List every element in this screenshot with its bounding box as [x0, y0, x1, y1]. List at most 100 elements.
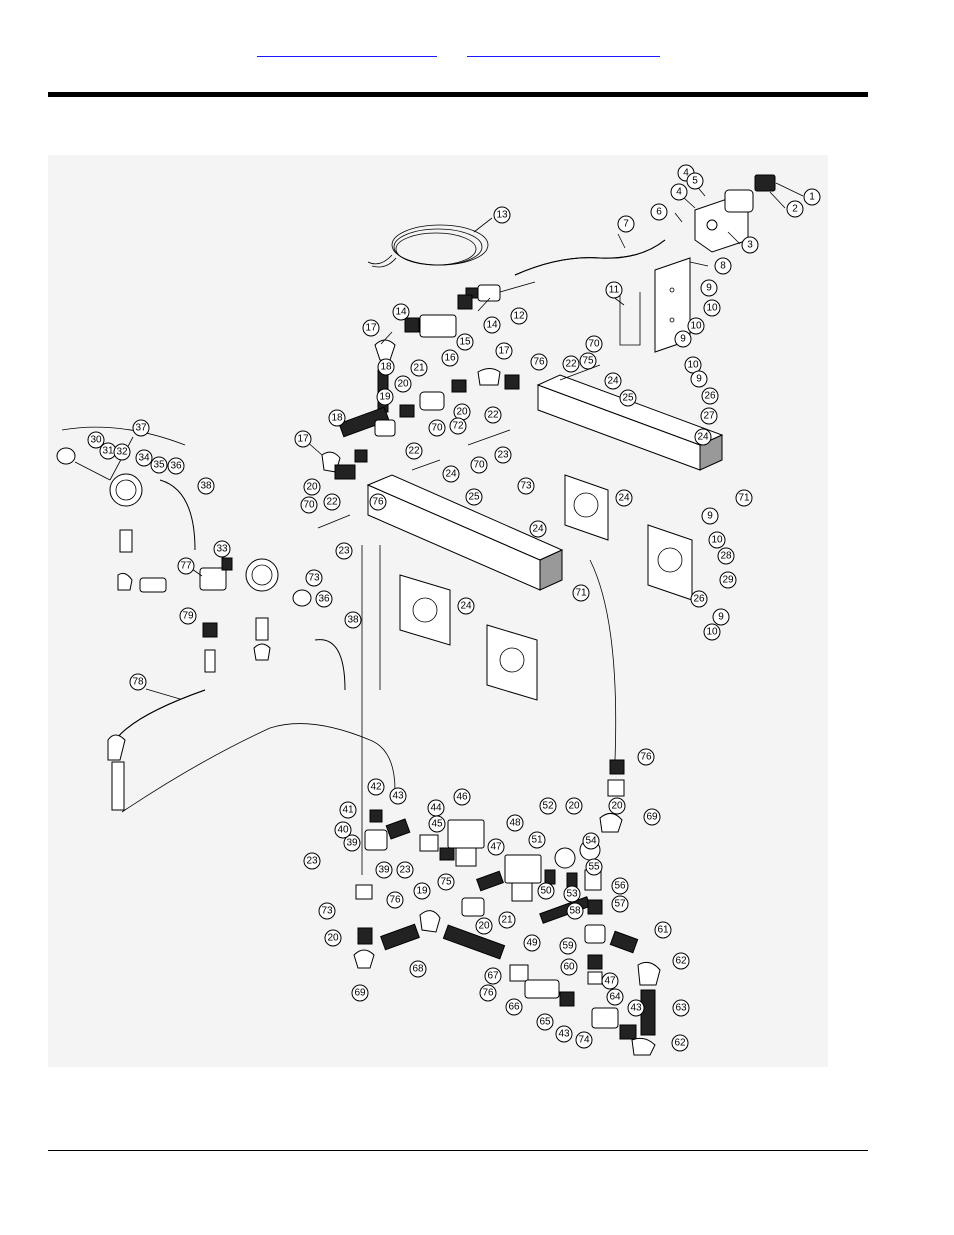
- callout-26: 26: [690, 590, 708, 608]
- callout-label: 73: [520, 481, 532, 492]
- callout-label: 49: [526, 938, 538, 949]
- callout-label: 57: [614, 899, 626, 910]
- callout-label: 45: [431, 819, 443, 830]
- callout-label: 20: [397, 379, 409, 390]
- callout-label: 58: [569, 906, 581, 917]
- callout-9: 9: [690, 370, 708, 388]
- callout-label: 20: [611, 801, 623, 812]
- callout-label: 10: [711, 535, 723, 546]
- callout-label: 54: [585, 836, 597, 847]
- callout-26: 26: [701, 387, 719, 405]
- callout-24: 24: [442, 465, 460, 483]
- callout-label: 69: [354, 988, 366, 999]
- callout-20: 20: [453, 403, 471, 421]
- callout-label: 35: [153, 460, 165, 471]
- callout-label: 19: [379, 392, 391, 403]
- callout-label: 20: [306, 482, 318, 493]
- callout-38: 38: [344, 611, 362, 629]
- diagram-artwork: [56, 174, 804, 1056]
- callout-45: 45: [428, 815, 446, 833]
- callout-22: 22: [405, 442, 423, 460]
- callout-20: 20: [608, 797, 626, 815]
- callout-label: 38: [200, 481, 212, 492]
- callout-58: 58: [566, 902, 584, 920]
- callout-label: 76: [482, 988, 494, 999]
- callout-24: 24: [604, 372, 622, 390]
- callout-label: 22: [565, 359, 577, 370]
- callout-label: 39: [378, 865, 390, 876]
- callout-label: 17: [498, 346, 510, 357]
- callout-label: 63: [675, 1003, 687, 1014]
- callout-70: 70: [428, 419, 446, 437]
- callout-label: 20: [456, 407, 468, 418]
- callout-label: 15: [459, 337, 471, 348]
- callout-label: 23: [306, 856, 318, 867]
- callout-14: 14: [392, 303, 410, 321]
- callout-53: 53: [563, 885, 581, 903]
- callout-9: 9: [712, 608, 730, 626]
- callout-16: 16: [441, 349, 459, 367]
- callout-28: 28: [717, 547, 735, 565]
- callout-label: 2: [792, 204, 798, 215]
- callout-19: 19: [413, 882, 431, 900]
- callout-19: 19: [376, 388, 394, 406]
- callout-label: 71: [738, 493, 750, 504]
- callout-32: 32: [113, 443, 131, 461]
- callout-44: 44: [427, 799, 445, 817]
- callout-label: 22: [326, 497, 338, 508]
- header-rule: [48, 92, 868, 97]
- callout-24: 24: [529, 520, 547, 538]
- callout-23: 23: [335, 542, 353, 560]
- callout-label: 11: [609, 285, 620, 296]
- callout-62: 62: [671, 1034, 689, 1052]
- callout-label: 5: [692, 176, 698, 187]
- callout-9: 9: [674, 330, 692, 348]
- mount-plates: [399, 474, 693, 701]
- callout-label: 20: [327, 933, 339, 944]
- callout-label: 78: [132, 677, 144, 688]
- callout-label: 21: [501, 915, 513, 926]
- callout-9: 9: [700, 279, 718, 297]
- callout-label: 59: [562, 941, 574, 952]
- callout-8: 8: [714, 257, 732, 275]
- callout-18: 18: [377, 358, 395, 376]
- callout-label: 40: [337, 825, 349, 836]
- callout-60: 60: [560, 958, 578, 976]
- callout-75: 75: [579, 352, 597, 370]
- callout-label: 9: [696, 374, 702, 385]
- callout-4: 4: [670, 183, 688, 201]
- callout-22: 22: [323, 493, 341, 511]
- callout-63: 63: [672, 999, 690, 1017]
- callout-75: 75: [437, 873, 455, 891]
- callout-label: 68: [412, 964, 424, 975]
- callout-10: 10: [708, 531, 726, 549]
- callout-10: 10: [703, 299, 721, 317]
- callout-label: 76: [533, 357, 545, 368]
- callout-22: 22: [562, 355, 580, 373]
- callout-label: 32: [116, 447, 128, 458]
- callout-30: 30: [87, 431, 105, 449]
- callout-label: 23: [497, 450, 509, 461]
- callout-label: 76: [640, 752, 652, 763]
- pump-block: [694, 174, 776, 253]
- callout-label: 14: [486, 320, 498, 331]
- callout-label: 41: [342, 805, 354, 816]
- callout-label: 24: [460, 601, 472, 612]
- callout-label: 64: [609, 992, 621, 1003]
- callout-label: 62: [674, 1038, 686, 1049]
- callout-20: 20: [324, 929, 342, 947]
- callout-76: 76: [386, 891, 404, 909]
- callout-label: 70: [473, 460, 485, 471]
- callout-label: 72: [452, 421, 464, 432]
- callout-label: 56: [614, 881, 626, 892]
- callout-22: 22: [484, 406, 502, 424]
- callout-label: 26: [693, 594, 705, 605]
- callout-61: 61: [654, 921, 672, 939]
- callout-label: 20: [478, 921, 490, 932]
- callout-43: 43: [627, 999, 645, 1017]
- callout-label: 77: [180, 561, 192, 572]
- callout-52: 52: [539, 797, 557, 815]
- header-link-left[interactable]: [257, 44, 437, 57]
- callout-label: 61: [657, 925, 669, 936]
- header-link-right[interactable]: [467, 44, 660, 57]
